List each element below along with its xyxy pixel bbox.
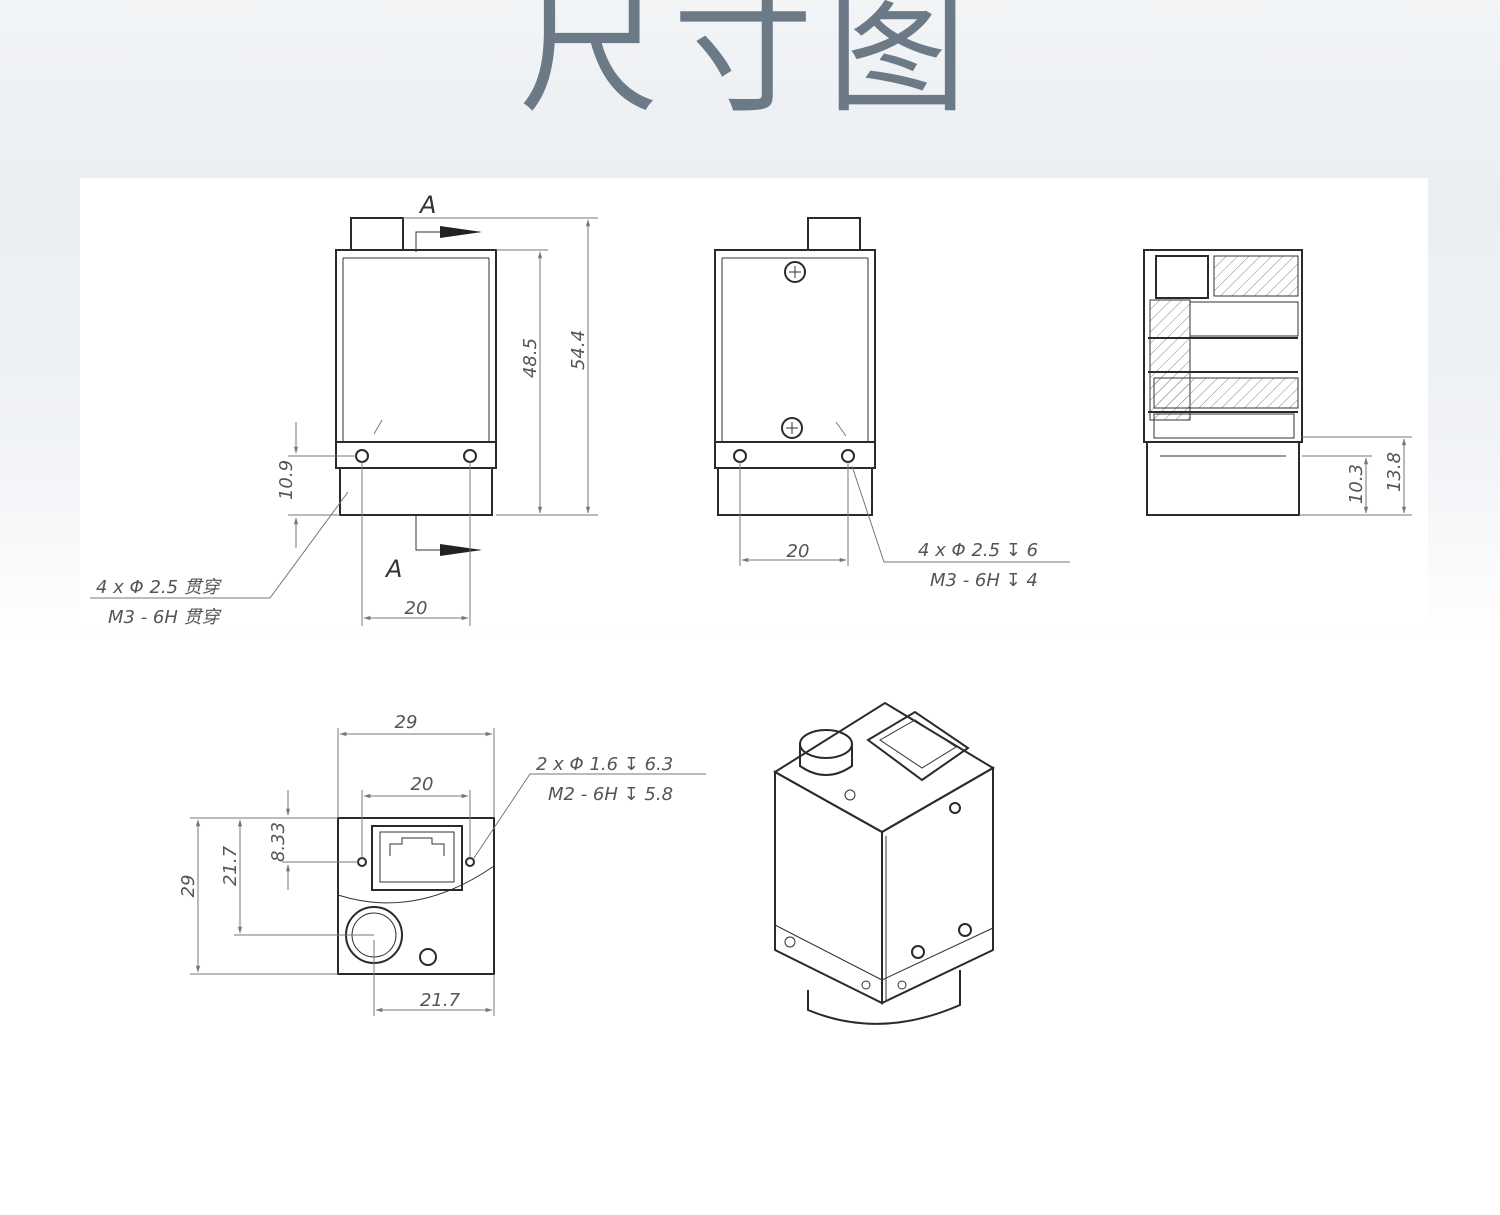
section-view: 10.3 13.8 [1143, 249, 1412, 516]
back-note-line2: M3 - 6H ↧ 4 [930, 570, 1038, 591]
isometric-view [773, 701, 995, 1025]
dim-rear-width: 29 [395, 712, 418, 733]
dim-rear-hole-spacing: 20 [411, 774, 434, 795]
dim-section-a: 10.3 [1346, 464, 1367, 504]
dim-hole-height: 10.9 [276, 460, 297, 500]
section-label-top: A [418, 191, 436, 219]
io-connector-icon [799, 744, 853, 776]
rear-note-line1: 2 x Φ 1.6 ↧ 6.3 [536, 754, 673, 775]
section-label-bottom: A [384, 555, 402, 583]
back-note-line1: 4 x Φ 2.5 ↧ 6 [918, 540, 1038, 561]
rear-note-line2: M2 - 6H ↧ 5.8 [548, 784, 673, 805]
screw-icon [784, 261, 806, 283]
page-title: 尺寸图 [518, 0, 981, 133]
screw-icon [781, 417, 803, 439]
dim-hole-spacing: 20 [405, 598, 428, 619]
mount-hole-icon [841, 449, 855, 463]
dim-body-height: 48.5 [520, 338, 541, 378]
front-view: A A 48.5 54.4 10.9 20 4 x Φ 2.5 贯穿 M3 - … [90, 191, 598, 628]
rear-face-view: 29 20 29 21.7 8.33 21.7 2 x Φ 1.6 ↧ 6.3 … [178, 712, 706, 1016]
ethernet-port-icon [379, 831, 455, 883]
dim-rear-height: 29 [178, 875, 199, 898]
mount-hole-icon [733, 449, 747, 463]
mount-hole-icon [355, 449, 369, 463]
ethernet-port-icon [866, 710, 970, 782]
dim-rear-hole-offset: 8.33 [268, 822, 289, 862]
dim-total-height: 54.4 [568, 330, 589, 370]
dim-section-b: 13.8 [1384, 452, 1405, 492]
dim-rear-lens-width: 21.7 [420, 990, 461, 1011]
mount-hole-icon [463, 449, 477, 463]
front-note-line1: 4 x Φ 2.5 贯穿 [96, 577, 222, 598]
dim-back-hole-spacing: 20 [787, 541, 810, 562]
back-view: 20 4 x Φ 2.5 ↧ 6 M3 - 6H ↧ 4 [714, 217, 1070, 591]
dim-rear-lens-height: 21.7 [220, 845, 241, 886]
front-note-line2: M3 - 6H 贯穿 [108, 607, 222, 628]
